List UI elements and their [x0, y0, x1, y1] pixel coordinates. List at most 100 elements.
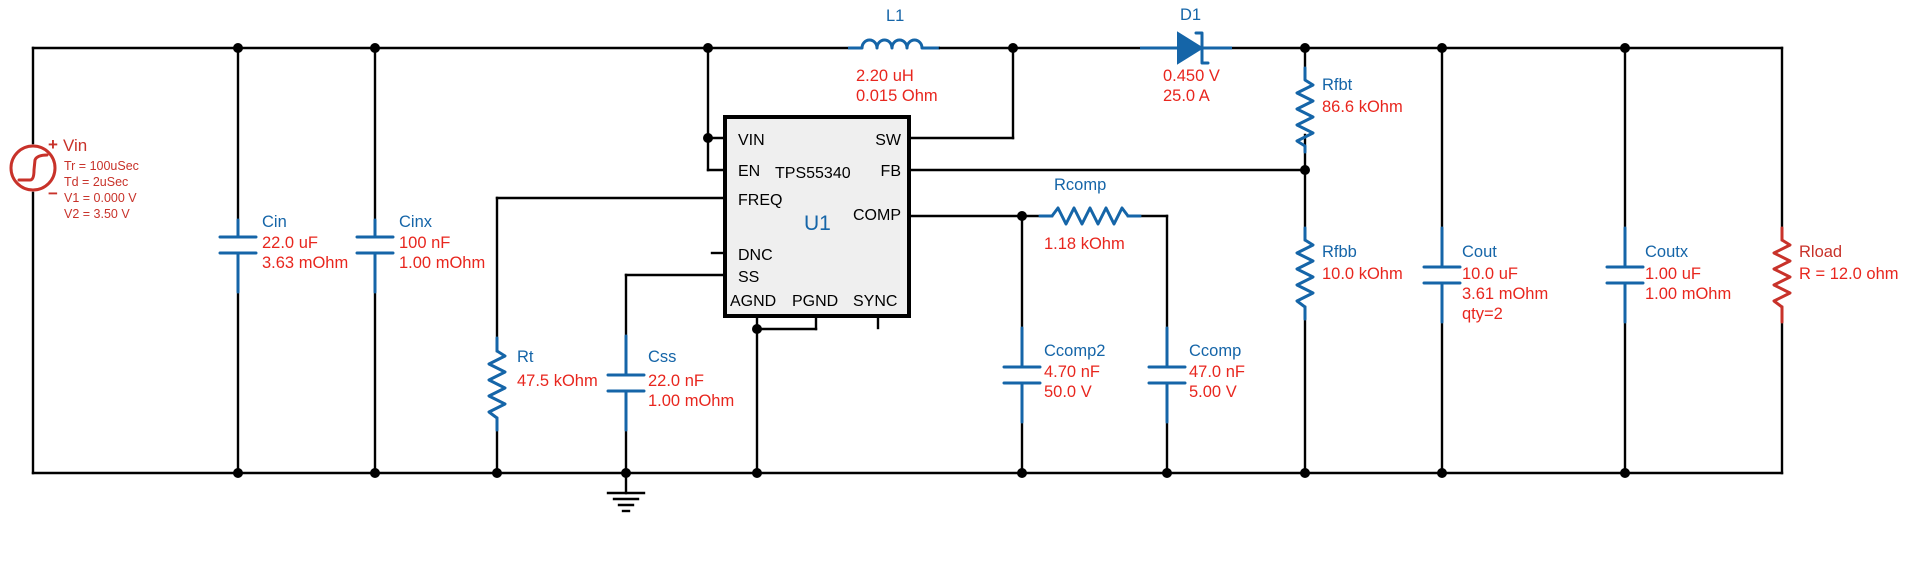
coutx-value: 1.00 mOhm — [1645, 285, 1731, 303]
ccomp2-value: 50.0 V — [1044, 383, 1092, 401]
pin-dnc-label: DNC — [738, 247, 773, 264]
ic-u1-body — [723, 115, 911, 318]
cin-value: 22.0 uF — [262, 234, 318, 252]
cinx-label: Cinx — [399, 213, 433, 231]
ccomp-value: 5.00 V — [1189, 383, 1237, 401]
junction-dot — [1620, 43, 1630, 53]
junction-dot — [1300, 43, 1310, 53]
pin-pgnd-label: PGND — [792, 293, 838, 310]
cin-label: Cin — [262, 213, 287, 231]
junction-dot — [1300, 165, 1310, 175]
capacitor-ccomp[interactable]: Ccomp 47.0 nF 5.00 V — [1147, 326, 1245, 424]
inductor-l1[interactable]: L1 2.20 uH 0.015 Ohm — [848, 7, 1015, 105]
junction-dot — [1300, 468, 1310, 478]
pin-en-label: EN — [738, 163, 760, 180]
ic-designator: U1 — [804, 212, 831, 235]
resistor-rcomp[interactable]: Rcomp 1.18 kOhm — [1038, 176, 1142, 253]
d1-label: D1 — [1180, 6, 1201, 24]
vin-source[interactable]: + − Vin Tr = 100uSec Td = 2uSec V1 = 0.0… — [9, 135, 139, 221]
resistor-rfbb[interactable]: Rfbb 10.0 kOhm — [1295, 226, 1403, 321]
rfbt-value: 86.6 kOhm — [1322, 98, 1403, 116]
junction-dot — [1017, 468, 1027, 478]
pin-comp-label: COMP — [853, 207, 901, 224]
junction-dot — [233, 468, 243, 478]
pin-fb-label: FB — [881, 163, 901, 180]
l1-value: 2.20 uH — [856, 67, 914, 85]
rt-label: Rt — [517, 348, 534, 366]
junction-dot — [621, 468, 631, 478]
vin-param: V1 = 0.000 V — [64, 191, 137, 205]
coutx-value: 1.00 uF — [1645, 265, 1701, 283]
capacitor-coutx[interactable]: Coutx 1.00 uF 1.00 mOhm — [1605, 226, 1731, 324]
rfbb-value: 10.0 kOhm — [1322, 265, 1403, 283]
css-label: Css — [648, 348, 676, 366]
rload-label: Rload — [1799, 243, 1842, 261]
cinx-value: 100 nF — [399, 234, 450, 252]
rfbb-label: Rfbb — [1322, 243, 1357, 261]
capacitor-ccomp2[interactable]: Ccomp2 4.70 nF 50.0 V — [1002, 326, 1105, 424]
junction-dot — [370, 43, 380, 53]
junction-dot — [1437, 468, 1447, 478]
pin-freq-label: FREQ — [738, 192, 782, 209]
junction-dot — [752, 468, 762, 478]
junction-dot — [703, 133, 713, 143]
ccomp2-label: Ccomp2 — [1044, 342, 1105, 360]
ic-part-number: TPS55340 — [775, 165, 851, 182]
pin-ss-label: SS — [738, 269, 759, 286]
vin-param: Td = 2uSec — [64, 175, 128, 189]
coutx-label: Coutx — [1645, 243, 1689, 261]
vin-minus-sign: − — [48, 184, 58, 203]
ccomp-value: 47.0 nF — [1189, 363, 1245, 381]
cout-value: qty=2 — [1462, 305, 1503, 323]
capacitor-css[interactable]: Css 22.0 nF 1.00 mOhm — [606, 334, 734, 432]
l1-label: L1 — [886, 7, 904, 25]
pin-agnd-label: AGND — [730, 293, 776, 310]
resistor-rload[interactable]: Rload R = 12.0 ohm — [1772, 226, 1899, 324]
diode-d1[interactable]: D1 0.450 V 25.0 A — [1011, 6, 1232, 105]
diode-d1-body — [1177, 31, 1204, 65]
cout-label: Cout — [1462, 243, 1497, 261]
rt-value: 47.5 kOhm — [517, 372, 598, 390]
rfbt-label: Rfbt — [1322, 76, 1353, 94]
rload-value: R = 12.0 ohm — [1799, 265, 1899, 283]
capacitor-cout[interactable]: Cout 10.0 uF 3.61 mOhm qty=2 — [1422, 226, 1548, 324]
vin-plus-sign: + — [48, 135, 58, 154]
cin-value: 3.63 mOhm — [262, 254, 348, 272]
rcomp-label: Rcomp — [1054, 176, 1106, 194]
cout-value: 10.0 uF — [1462, 265, 1518, 283]
junction-dots — [233, 43, 1630, 478]
resistor-rt[interactable]: Rt 47.5 kOhm — [487, 336, 598, 432]
pin-sync-label: SYNC — [853, 293, 897, 310]
junction-dot — [1620, 468, 1630, 478]
css-value: 22.0 nF — [648, 372, 704, 390]
junction-dot — [1162, 468, 1172, 478]
rcomp-value: 1.18 kOhm — [1044, 235, 1125, 253]
junction-dot — [233, 43, 243, 53]
step-waveform-icon — [17, 153, 49, 182]
junction-dot — [492, 468, 502, 478]
d1-value: 25.0 A — [1163, 87, 1210, 105]
cinx-value: 1.00 mOhm — [399, 254, 485, 272]
css-value: 1.00 mOhm — [648, 392, 734, 410]
vin-param: V2 = 3.50 V — [64, 207, 130, 221]
resistor-rfbt[interactable]: Rfbt 86.6 kOhm — [1295, 66, 1403, 154]
vin-label: Vin — [63, 136, 87, 155]
ccomp2-value: 4.70 nF — [1044, 363, 1100, 381]
capacitor-cin[interactable]: Cin 22.0 uF 3.63 mOhm — [218, 213, 348, 294]
junction-dot — [1017, 211, 1027, 221]
pin-vin-label: VIN — [738, 132, 765, 149]
junction-dot — [370, 468, 380, 478]
ground-symbol-icon — [606, 491, 646, 513]
junction-dot — [1437, 43, 1447, 53]
ccomp-label: Ccomp — [1189, 342, 1241, 360]
ic-u1[interactable]: VIN EN TPS55340 FREQ U1 DNC SS AGND PGND… — [723, 115, 911, 318]
pin-sw-label: SW — [875, 132, 902, 149]
d1-value: 0.450 V — [1163, 67, 1220, 85]
vin-param: Tr = 100uSec — [64, 159, 139, 173]
junction-dot — [752, 324, 762, 334]
cout-value: 3.61 mOhm — [1462, 285, 1548, 303]
junction-dot — [703, 43, 713, 53]
l1-value: 0.015 Ohm — [856, 87, 938, 105]
capacitor-cinx[interactable]: Cinx 100 nF 1.00 mOhm — [355, 213, 485, 294]
